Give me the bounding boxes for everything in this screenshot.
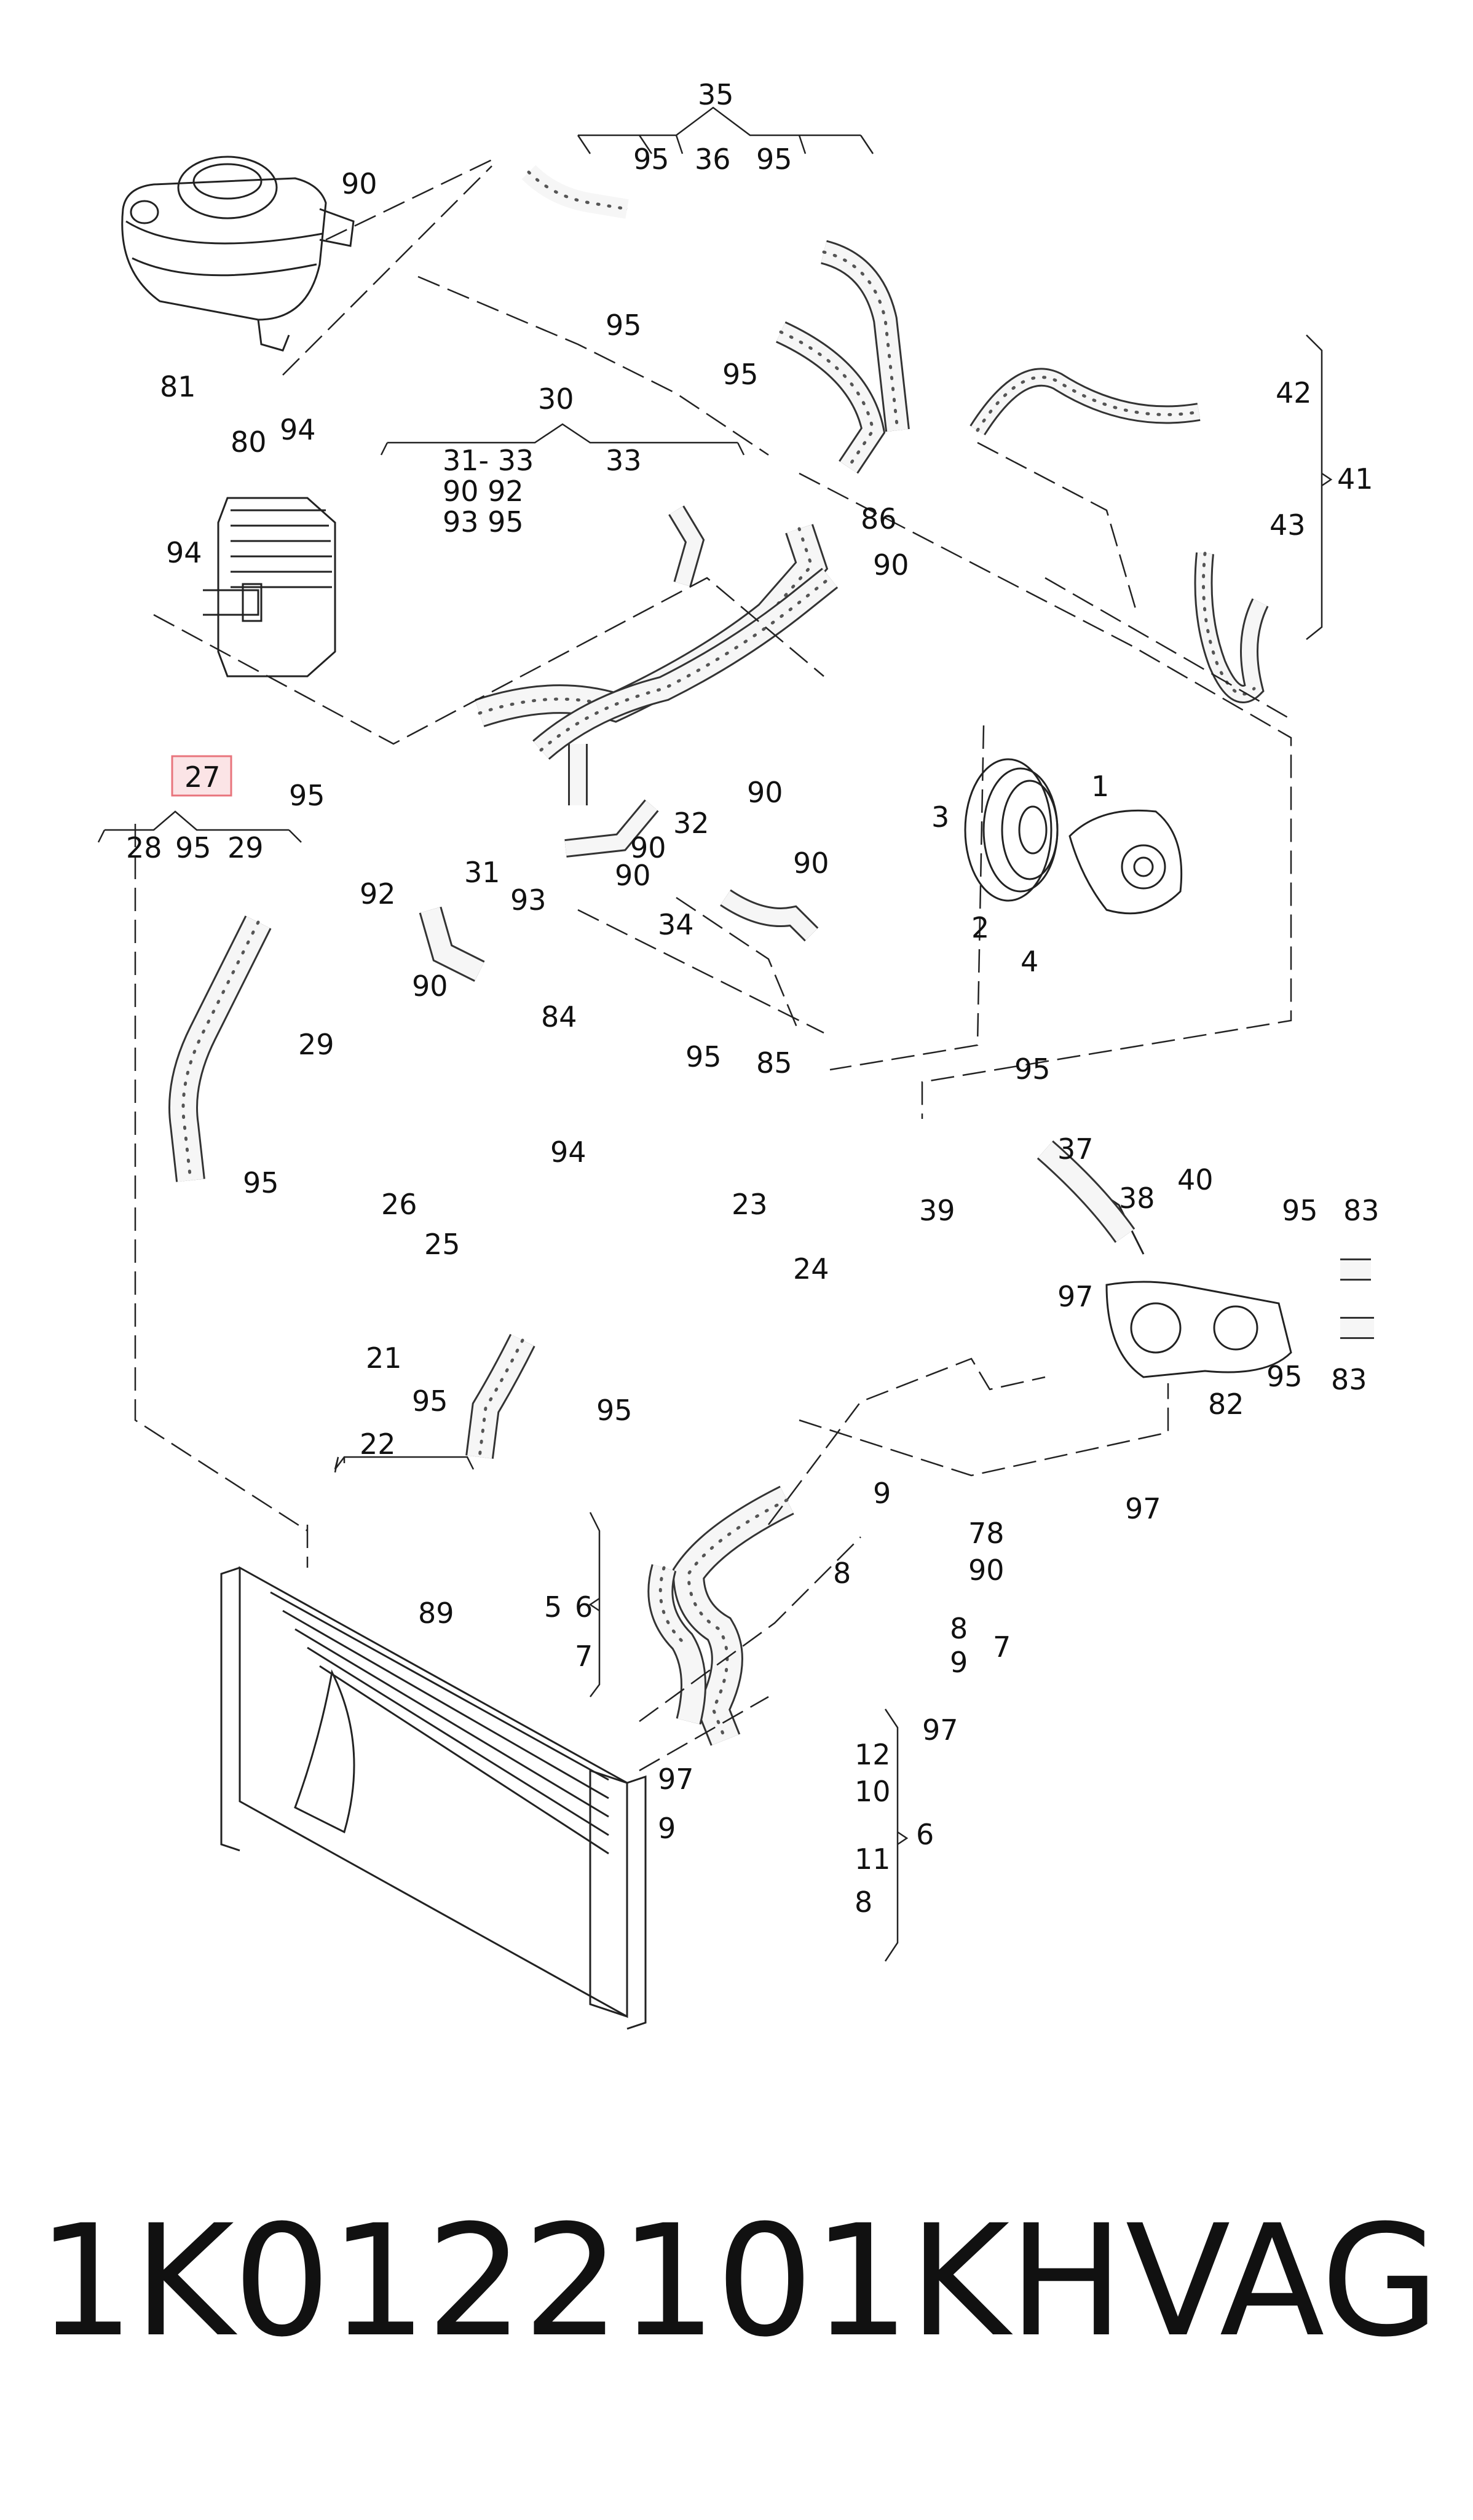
callout-labels: 35 95 36 95 90 95 95 81 94 30 31- 33 90 …: [126, 78, 1380, 1919]
callout: 29: [227, 831, 264, 864]
callout: 24: [793, 1252, 829, 1286]
callout: 5: [544, 1590, 562, 1624]
callout: 6: [575, 1590, 593, 1624]
expansion-tank: [121, 156, 355, 352]
callout: 8: [833, 1557, 851, 1590]
callout: 80: [231, 425, 267, 459]
callout: 95: [1014, 1053, 1051, 1086]
callout: 32: [673, 807, 709, 840]
callout: 95: [412, 1384, 448, 1418]
water-pump: [964, 758, 1183, 915]
highlight-box: [171, 755, 232, 797]
callout: 7: [993, 1630, 1011, 1664]
callout: 81: [160, 370, 196, 403]
callout: 95: [289, 779, 325, 812]
callout: 90: [412, 970, 448, 1003]
callout: 90: [630, 831, 666, 864]
callout: 86: [861, 502, 897, 535]
callout: 92: [360, 877, 396, 910]
callout: 28: [126, 831, 162, 864]
callout: 9: [950, 1646, 968, 1679]
callout: 85: [756, 1046, 792, 1080]
callout: 31: [464, 856, 500, 889]
callout: 94: [280, 413, 316, 446]
callout: 22: [360, 1428, 396, 1461]
thermostat-housing: [1037, 1140, 1292, 1378]
callout: 9: [873, 1477, 891, 1510]
callout: 26: [381, 1188, 417, 1221]
caption-bar: 1K0122101KH VAG: [37, 2189, 1440, 2373]
callout: 95: [722, 358, 759, 391]
brand-name: VAG: [1125, 2191, 1440, 2371]
callout: 97: [922, 1713, 958, 1747]
bracket-lines: [97, 106, 1333, 1962]
callout: 40: [1177, 1163, 1214, 1196]
callout: 90: [747, 776, 783, 809]
coolant-system-diagram: 35 95 36 95 90 95 95 81 94 30 31- 33 90 …: [97, 78, 1380, 2030]
callout: 43: [1270, 508, 1306, 542]
callout: 34: [658, 908, 694, 941]
callout: 90: [615, 859, 651, 892]
callout: 37: [1057, 1132, 1094, 1166]
callout: 31- 33: [443, 444, 534, 477]
oil-cooler: [203, 497, 336, 677]
callout: 10: [855, 1775, 891, 1808]
part-number: 1K0122101KH: [37, 2191, 1124, 2371]
callout: 89: [418, 1597, 454, 1630]
callout: 36: [695, 143, 731, 176]
callout: 97: [1125, 1492, 1161, 1525]
callout: 95: [633, 143, 669, 176]
callout: 93: [510, 883, 547, 917]
callout: 95: [685, 1040, 722, 1073]
callout: 21: [366, 1341, 402, 1375]
callout: 90: [873, 548, 909, 582]
callout: 11: [855, 1843, 891, 1876]
callout: 12: [855, 1738, 891, 1771]
callout: 38: [1119, 1182, 1155, 1215]
routing-lines: [134, 159, 1292, 1772]
callout: 30: [538, 382, 574, 416]
callout: 41: [1337, 462, 1373, 496]
callout: 95: [1266, 1360, 1303, 1393]
callout: 83: [1331, 1363, 1367, 1396]
callout: 33: [606, 444, 642, 477]
callout: 39: [919, 1194, 955, 1227]
callout: 90 92: [443, 475, 524, 508]
callout: 6: [916, 1818, 934, 1851]
callout: 2: [971, 911, 989, 944]
callout: 8: [855, 1886, 872, 1919]
callout: 8: [950, 1612, 968, 1645]
callout: 23: [732, 1188, 768, 1221]
callout: 97: [1057, 1280, 1094, 1313]
callout: 25: [424, 1228, 460, 1261]
callout: 82: [1208, 1388, 1244, 1421]
callout: 95: [175, 831, 211, 864]
hose-assemblies: [168, 165, 1374, 1746]
callout: 1: [1091, 770, 1109, 803]
callout: 94: [166, 536, 202, 569]
callout: 9: [658, 1812, 676, 1845]
callout: 83: [1343, 1194, 1380, 1227]
callout: 35: [698, 78, 734, 111]
callout: 95: [606, 309, 642, 342]
highlight-label: 27: [184, 760, 221, 794]
callout: 42: [1276, 376, 1312, 409]
callout: 95: [243, 1166, 279, 1199]
callout: 4: [1021, 945, 1038, 978]
callout: 93 95: [443, 505, 524, 539]
callout: 3: [931, 800, 949, 834]
callout: 29: [298, 1028, 334, 1061]
callout: 95: [1282, 1194, 1318, 1227]
callout: 95: [756, 143, 792, 176]
callout: 7: [575, 1640, 593, 1673]
callout: 90: [341, 167, 377, 200]
callout: 95: [596, 1394, 633, 1427]
callout: 97: [658, 1763, 694, 1796]
callout: 84: [541, 1000, 577, 1033]
callout: 78: [968, 1517, 1005, 1550]
radiator: [220, 1566, 647, 2030]
callout: 90: [793, 847, 829, 880]
callout: 90: [968, 1554, 1005, 1587]
callout: 94: [550, 1136, 586, 1169]
